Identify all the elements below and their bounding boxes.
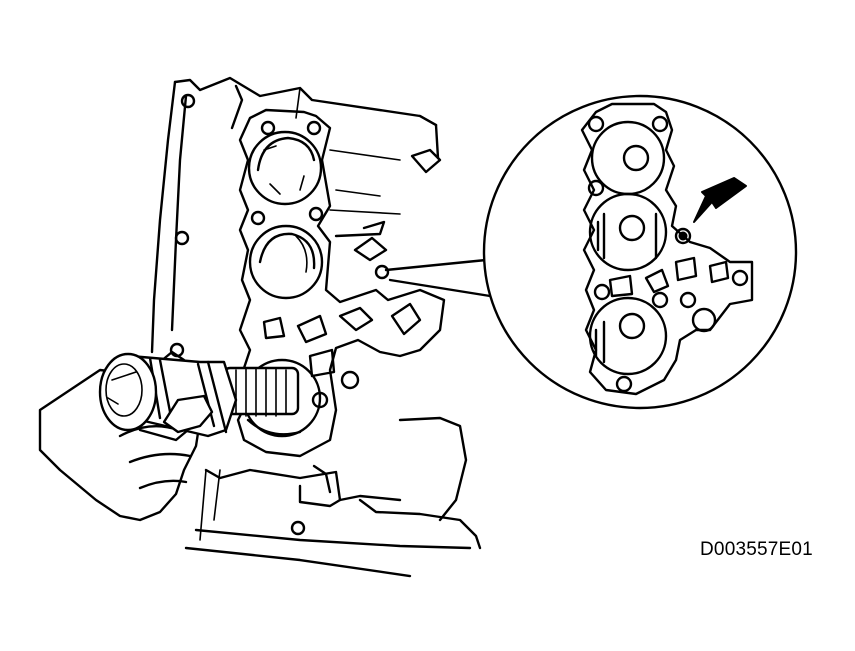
transmission-case	[150, 76, 482, 578]
figure-id-label: D003557E01	[700, 539, 813, 560]
spring	[222, 366, 300, 417]
hand-with-piston	[38, 350, 300, 522]
detail-view	[482, 94, 798, 410]
arrow-icon	[693, 177, 747, 223]
callout-leader	[384, 258, 492, 298]
